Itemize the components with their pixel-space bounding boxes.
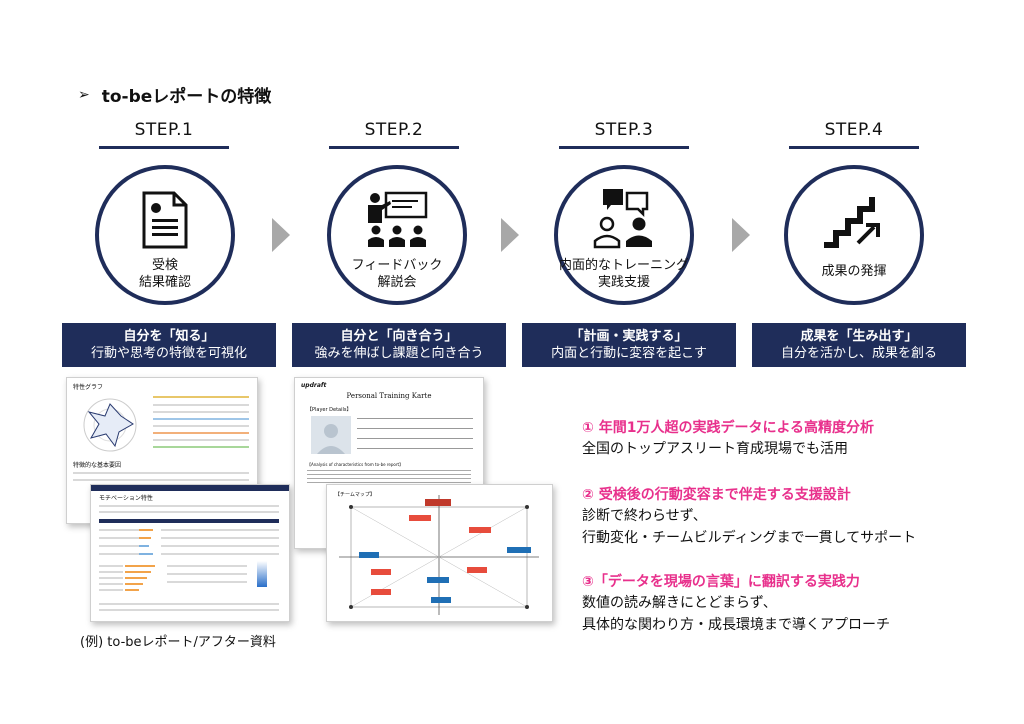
step-4-bar-title: 成果を「生み出す」 <box>800 329 918 344</box>
updraft-logo: updraft <box>301 382 327 389</box>
step-1-summary-bar: 自分を「知る」 行動や思考の特徴を可視化 <box>62 323 276 367</box>
report-page-front: モチベーション特性 <box>90 484 290 622</box>
team-map-title: 【チームマップ】 <box>335 492 375 498</box>
step-2-bar-title: 自分と「向き合う」 <box>340 329 458 344</box>
feature-1-title: ① 年間1万人超の実践データによる高精度分析 <box>582 420 875 436</box>
chevron-right-icon <box>732 218 750 252</box>
feature-2-title: ② 受検後の行動変容まで伴走する支援設計 <box>582 487 851 503</box>
step-3-label: STEP.3 <box>594 120 654 140</box>
step-4-underline <box>789 146 919 149</box>
feature-2-desc: 診断で終わらせず、 行動変化・チームビルディングまで一貫してサポート <box>582 508 917 546</box>
karte-player-label: 【Player Details】 <box>307 407 352 413</box>
step-3-circle-text: 内面的なトレーニング 実践支援 <box>558 258 689 290</box>
step-3-circle: 内面的なトレーニング 実践支援 <box>554 165 694 305</box>
step-4-summary-bar: 成果を「生み出す」 自分を活かし、成果を創る <box>752 323 966 367</box>
feature-3-desc: 数値の読み解きにとどまらず、 具体的な関わり方・成長環境まで導くアプローチ <box>582 595 890 633</box>
step-2-underline <box>329 146 459 149</box>
radar-chart-thumbnail <box>83 398 137 452</box>
document-icon <box>142 185 188 249</box>
team-map-page: 【チームマップ】 <box>326 484 553 622</box>
step-4-label: STEP.4 <box>824 120 884 140</box>
step-4-circle: 成果の発揮 <box>784 165 924 305</box>
step-2-circle: フィードバック 解説会 <box>327 165 467 305</box>
team-map-diagram <box>339 495 539 615</box>
report-front-title: モチベーション特性 <box>99 495 153 502</box>
presentation-icon <box>362 185 432 249</box>
step-1-circle-text: 受検 結果確認 <box>138 258 191 290</box>
feature-3-title: ③「データを現場の言葉」に翻訳する実践力 <box>582 574 860 590</box>
chevron-right-icon <box>501 218 519 252</box>
step-2-summary-bar: 自分と「向き合う」 強みを伸ばし課題と向き合う <box>292 323 506 367</box>
step-3-bar-subtitle: 内面と行動に変容を起こす <box>551 346 707 361</box>
step-3-underline <box>559 146 689 149</box>
step-2-label: STEP.2 <box>364 120 424 140</box>
avatar <box>311 416 351 454</box>
feature-2: ② 受検後の行動変容まで伴走する支援設計 診断で終わらせず、 行動変化・チームビ… <box>582 485 916 549</box>
step-2-circle-text: フィードバック 解説会 <box>351 258 443 290</box>
step-2-bar-subtitle: 強みを伸ばし課題と向き合う <box>314 346 484 361</box>
step-1-bar-subtitle: 行動や思考の特徴を可視化 <box>90 346 247 361</box>
feature-1-desc: 全国のトップアスリート育成現場でも活用 <box>582 441 848 457</box>
stairs-growth-icon <box>822 185 886 249</box>
report-mid-title: 特徴的な基本要因 <box>73 462 122 469</box>
feature-3: ③「データを現場の言葉」に翻訳する実践力 数値の読み解きにとどまらず、 具体的な… <box>582 572 890 636</box>
section-heading-text: to-beレポートの特徴 <box>101 87 272 107</box>
feature-1: ① 年間1万人超の実践データによる高精度分析 全国のトップアスリート育成現場でも… <box>582 418 874 460</box>
conversation-icon <box>589 185 659 249</box>
step-3-summary-bar: 「計画・実践する」 内面と行動に変容を起こす <box>522 323 736 367</box>
report-page-back: 特性グラフ 特徴的な基本要因 <box>66 377 258 524</box>
step-1-underline <box>99 146 229 149</box>
step-4-circle-text: 成果の発揮 <box>821 264 887 279</box>
step-3-bar-title: 「計画・実践する」 <box>570 329 688 344</box>
step-1-circle: 受検 結果確認 <box>95 165 235 305</box>
step-1-bar-title: 自分を「知る」 <box>123 329 215 344</box>
chevron-right-icon <box>272 218 290 252</box>
report-top-title: 特性グラフ <box>73 384 104 391</box>
karte-analysis-label: 【Analysis of characteristics from to-be … <box>307 462 404 467</box>
figure-caption: (例) to-beレポート/アフター資料 <box>80 635 276 650</box>
karte-title: Personal Training Karte <box>346 392 432 400</box>
section-heading: ➢ to-beレポートの特徴 <box>78 82 272 108</box>
step-1-label: STEP.1 <box>134 120 194 140</box>
step-4-bar-subtitle: 自分を活かし、成果を創る <box>780 346 937 361</box>
arrow-bullet-icon: ➢ <box>78 86 90 103</box>
